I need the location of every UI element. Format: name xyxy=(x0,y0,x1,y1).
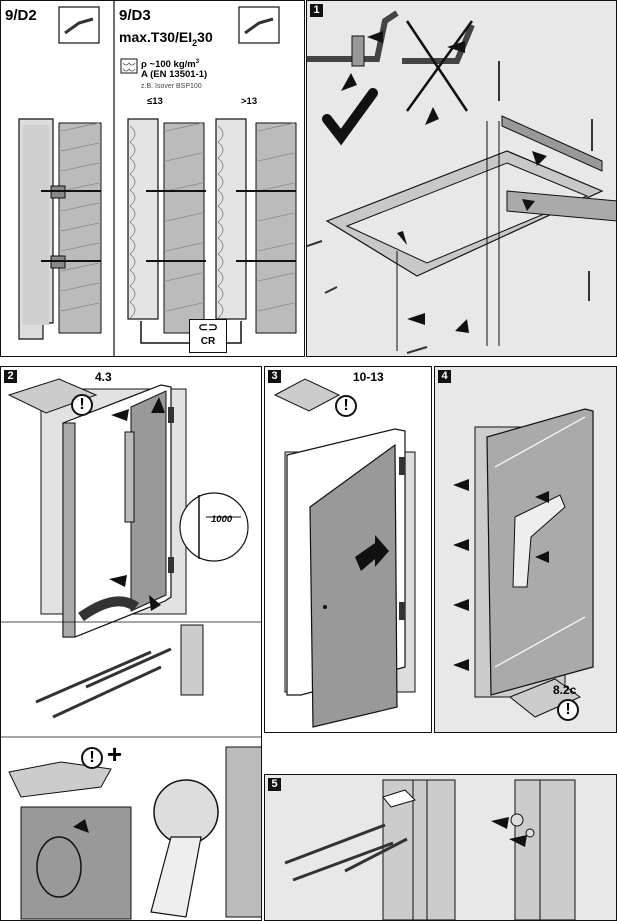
warning-icon: ! xyxy=(81,747,103,769)
door-leaf-hang-drawing xyxy=(273,378,416,728)
material-example: z.B. Isover BSP100 xyxy=(141,83,202,90)
d2-title: 9/D2 xyxy=(5,7,37,24)
wall-section-drawings xyxy=(18,1,297,356)
step-number: 3 xyxy=(268,370,281,383)
step3-ref: 10-13 xyxy=(353,370,384,384)
d3-title: 9/D3 xyxy=(119,7,151,24)
frame-screw-drawing xyxy=(284,779,576,920)
frame-assembly-drawing xyxy=(307,10,616,354)
material-class: A (EN 13501-1) xyxy=(141,69,208,80)
step4-ref: 8.2c xyxy=(553,683,577,697)
door-fixing-drawing xyxy=(453,408,594,718)
density-sup: 3 xyxy=(195,59,200,65)
panel-step-3: 3 10-13 ! xyxy=(264,366,432,733)
fire-rating: max.T30/EI230 xyxy=(119,29,213,48)
warning-icon: ! xyxy=(557,699,579,721)
dimension-label: 1000 xyxy=(211,514,233,525)
panel-wall-types: 9/D2 9/D3 max.T30/EI230 ρ ~100 kg/m3 A (… xyxy=(0,0,305,357)
step2-ref: 4.3 xyxy=(95,370,112,384)
step-number: 5 xyxy=(268,778,281,791)
panel-step-4: 4 8.2c ! xyxy=(434,366,617,733)
warning-icon: ! xyxy=(71,394,93,416)
gap-large-label: >13 xyxy=(241,96,258,107)
density-text: ρ ~100 kg/m xyxy=(141,59,196,71)
panel-step-1: 1 xyxy=(306,0,617,357)
panel-step-5: 5 xyxy=(264,774,617,921)
fire-rating-sub: 2 xyxy=(192,37,198,48)
cr-label: CR xyxy=(200,336,216,347)
panel-step-2: 2 4.3 ! xyxy=(0,366,262,921)
fire-rating-text: max.T30/EI xyxy=(119,29,193,45)
plus-icon: + xyxy=(107,739,123,769)
fire-rating-suffix: 30 xyxy=(197,29,213,45)
gap-small-label: ≤13 xyxy=(147,96,163,107)
step-number: 4 xyxy=(438,370,451,383)
warning-icon: ! xyxy=(335,395,357,417)
cr-hook-icon: ⊂⊃ xyxy=(197,320,219,334)
step-number: 2 xyxy=(4,370,17,383)
checkmark-icon xyxy=(322,88,378,146)
density-label: ρ ~100 kg/m3 xyxy=(141,57,199,70)
step-number: 1 xyxy=(310,4,323,17)
door-frame-install-drawing xyxy=(1,378,261,920)
cr-box: ⊂⊃ CR xyxy=(189,319,227,353)
